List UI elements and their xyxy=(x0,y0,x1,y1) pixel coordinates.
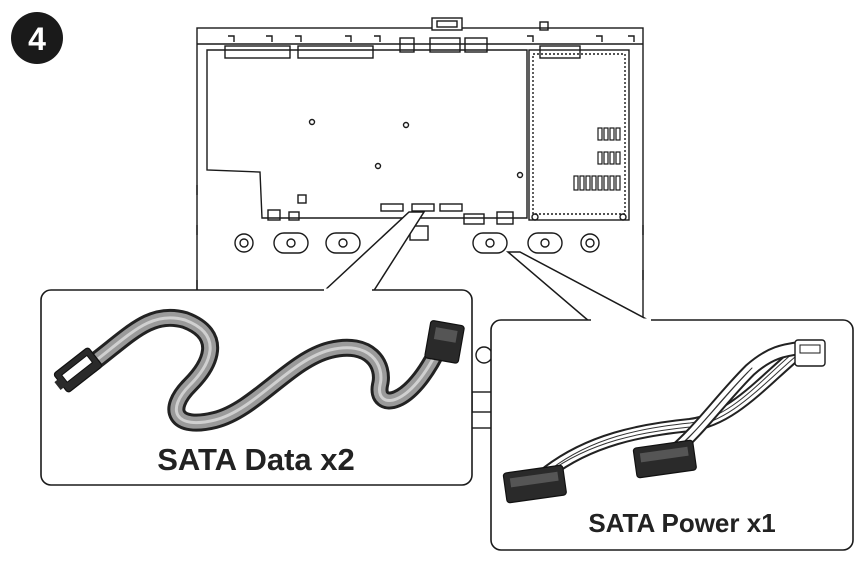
sata-power-label: SATA Power x1 xyxy=(588,508,775,538)
step-number: 4 xyxy=(28,21,46,57)
sata-data-callout: SATA Data x2 xyxy=(40,288,473,486)
sata-data-cable-image xyxy=(53,308,465,432)
sata-data-label: SATA Data x2 xyxy=(157,442,355,477)
sata-power-callout: SATA Power x1 xyxy=(490,318,854,551)
step-badge: 4 xyxy=(11,12,63,64)
sata-power-cable-image xyxy=(502,339,826,504)
